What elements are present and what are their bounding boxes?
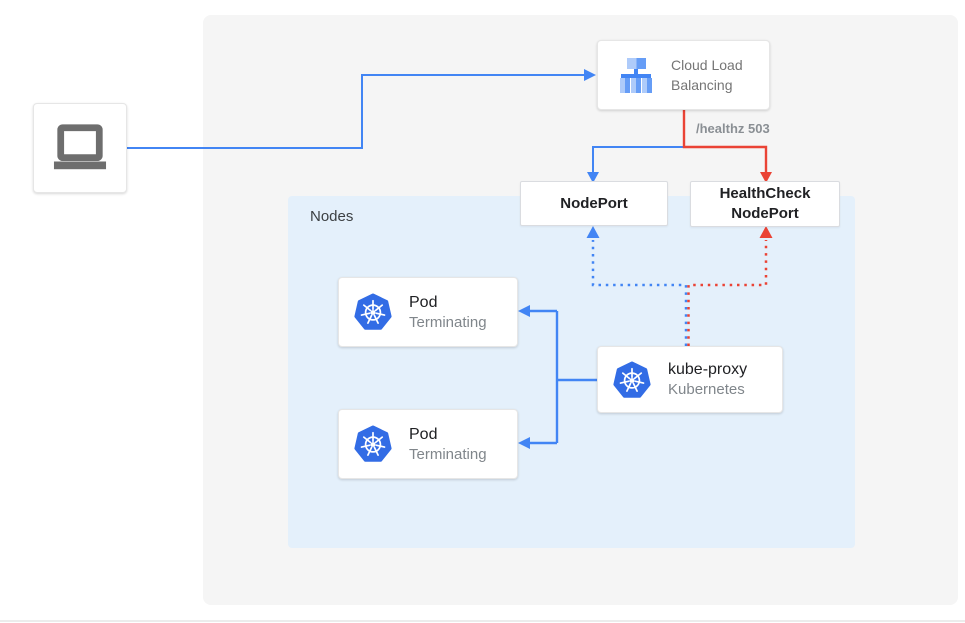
cloud-load-balancing-label: Cloud Load Balancing (671, 57, 743, 93)
kube-proxy-subtitle: Kubernetes (668, 381, 745, 398)
page-bottom-divider (0, 620, 965, 622)
healthcheck-nodeport-label: HealthCheck NodePort (719, 185, 811, 222)
laptop-icon (53, 124, 107, 170)
kubernetes-icon (354, 425, 392, 462)
kube-proxy-title: kube-proxy (668, 361, 748, 378)
pod-title: Pod (409, 425, 438, 443)
kubernetes-icon (613, 361, 651, 398)
pod-card: Pod Terminating (338, 409, 518, 479)
client-laptop-card (33, 103, 127, 193)
nodeport-label: NodePort (560, 195, 628, 212)
healthcheck-nodeport-box: HealthCheck NodePort (690, 181, 840, 227)
load-balancer-icon (620, 58, 652, 93)
kube-proxy-card: kube-proxy Kubernetes (597, 346, 783, 413)
kubernetes-icon (354, 293, 392, 330)
pod-status: Terminating (409, 313, 487, 331)
pod-title: Pod (409, 293, 438, 311)
pod-status: Terminating (409, 445, 487, 463)
healthz-status-label: /healthz 503 (696, 121, 770, 136)
nodeport-box: NodePort (520, 181, 668, 226)
nodes-label: Nodes (310, 208, 354, 225)
cloud-load-balancing-card: Cloud Load Balancing (597, 40, 770, 110)
pod-card: Pod Terminating (338, 277, 518, 347)
